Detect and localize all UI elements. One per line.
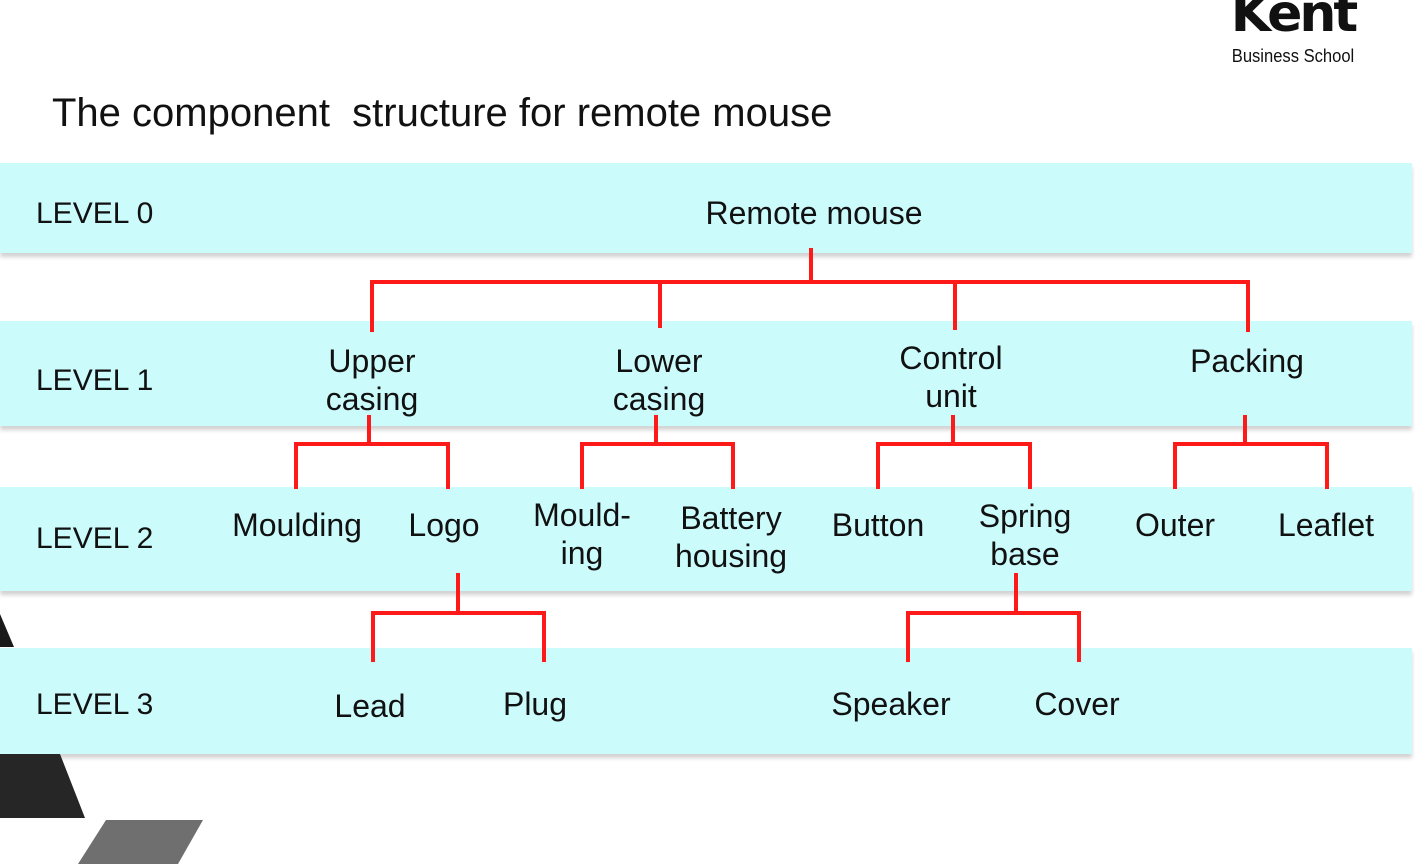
decorative-dark-triangle — [0, 614, 14, 647]
connector-control-unit-children — [876, 415, 1032, 489]
level-1-band — [0, 321, 1412, 426]
connector-spring-base-children — [906, 573, 1081, 662]
node-logo: Logo — [408, 507, 480, 543]
level-0-band — [0, 163, 1412, 253]
connector-logo-children — [371, 573, 546, 662]
slide-title: The component structure for remote mouse — [52, 91, 833, 135]
level-2-band — [0, 487, 1412, 591]
node-packing: Packing — [1190, 343, 1304, 379]
node-plug: Plug — [502, 686, 568, 722]
logo-subtitle: Business School — [1231, 46, 1355, 66]
node-moulding-ing: Mould- ing — [533, 497, 631, 571]
node-battery-housing: Battery housing — [674, 500, 788, 574]
level-0-label: LEVEL 0 — [36, 197, 154, 230]
connector-lower-casing-children — [580, 415, 735, 489]
connector-upper-casing-children — [294, 415, 450, 489]
level-1-label: LEVEL 1 — [36, 364, 154, 397]
node-cover: Cover — [1034, 686, 1120, 722]
connector-remote-mouse-to-level-1 — [370, 248, 1250, 332]
kent-business-school-logo: Kent Business School — [1223, 0, 1363, 66]
level-3-band — [0, 648, 1412, 754]
node-upper-casing: Upper casing — [325, 343, 419, 417]
node-leaflet: Leaflet — [1277, 507, 1375, 543]
connector-packing-children — [1173, 415, 1329, 489]
node-lead: Lead — [334, 688, 406, 724]
node-outer: Outer — [1134, 507, 1216, 543]
level-2-label: LEVEL 2 — [36, 522, 154, 555]
node-remote-mouse: Remote mouse — [705, 195, 923, 231]
node-button: Button — [831, 507, 925, 543]
node-spring-base: Spring base — [978, 498, 1072, 572]
level-3-label: LEVEL 3 — [36, 688, 154, 721]
node-moulding: Moulding — [232, 507, 362, 543]
node-control-unit: Control unit — [899, 340, 1003, 414]
node-lower-casing: Lower casing — [612, 343, 706, 417]
node-speaker: Speaker — [831, 686, 951, 722]
logo-wordmark: Kent — [1230, 0, 1359, 44]
